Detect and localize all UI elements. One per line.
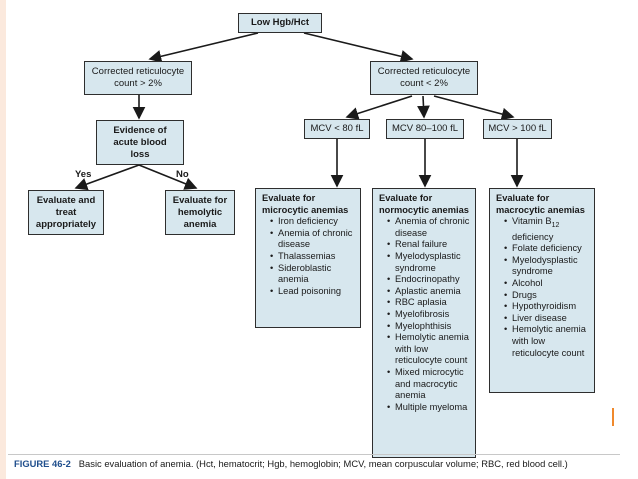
box-macrocytic-anemias: Evaluate for macrocytic anemias Vitamin … (489, 188, 595, 393)
list-item: Aplastic anemia (379, 286, 471, 298)
node-acute-blood-loss: Evidence of acute blood loss (96, 120, 184, 165)
caption-divider (8, 454, 620, 455)
caption-text: Basic evaluation of anemia. (Hct, hemato… (78, 458, 568, 469)
list-item: Mixed microcytic and macrocytic anemia (379, 367, 471, 402)
b12-prefix: Vitamin B (512, 216, 552, 227)
list-item: Thalassemias (262, 251, 356, 263)
microcytic-list: Iron deficiency Anemia of chronic diseas… (262, 216, 356, 297)
list-item: Myelodysplastic syndrome (379, 251, 471, 274)
b12-suffix: deficiency (512, 231, 554, 242)
node-mcv-above-100: MCV > 100 fL (483, 119, 552, 139)
label-no: No (176, 169, 189, 180)
edge-blood-loss-to-hemolytic (138, 164, 198, 190)
list-item: Myelofibrosis (379, 309, 471, 321)
list-item: Iron deficiency (262, 216, 356, 228)
node-corrected-retic-above-2: Corrected reticulocyte count > 2% (84, 61, 192, 95)
list-item: Endocrinopathy (379, 274, 471, 286)
normocytic-list: Anemia of chronic disease Renal failure … (379, 216, 471, 413)
edge-retic-low-to-mcv-low (345, 95, 413, 120)
macrocytic-title: Evaluate for macrocytic anemias (496, 193, 585, 215)
box-normocytic-anemias: Evaluate for normocytic anemias Anemia o… (372, 188, 476, 458)
edge-root-to-retic-low (303, 32, 414, 63)
list-item: Myelophthisis (379, 321, 471, 333)
node-low-hgb-hct: Low Hgb/Hct (238, 13, 322, 33)
list-item: RBC aplasia (379, 297, 471, 309)
edge-blood-loss-to-treat (74, 164, 140, 191)
microcytic-title: Evaluate for microcytic anemias (262, 193, 349, 215)
box-microcytic-anemias: Evaluate for microcytic anemias Iron def… (255, 188, 361, 328)
list-item: Lead poisoning (262, 286, 356, 298)
list-item: Myelodysplastic syndrome (496, 255, 590, 278)
label-yes: Yes (75, 169, 92, 180)
edge-retic-low-to-mcv-mid (417, 95, 430, 119)
node-mcv-below-80: MCV < 80 fL (304, 119, 370, 139)
list-item: Hypothyroidism (496, 301, 590, 313)
edge-root-to-retic-high (148, 32, 259, 63)
node-evaluate-hemolytic: Evaluate for hemolytic anemia (165, 190, 235, 235)
slide-accent-bar (612, 408, 614, 426)
figure-caption: FIGURE 46-2 Basic evaluation of anemia. (… (14, 458, 568, 469)
edge-retic-low-to-mcv-high (433, 95, 515, 121)
list-item: Multiple myeloma (379, 402, 471, 414)
macrocytic-list: Vitamin B12 deficiency Folate deficiency… (496, 216, 590, 359)
list-item: Liver disease (496, 313, 590, 325)
slide-accent-strip (0, 0, 6, 479)
node-evaluate-and-treat: Evaluate and treat appropriately (28, 190, 104, 235)
list-item: Folate deficiency (496, 243, 590, 255)
list-item: Hemolytic anemia with low reticulocyte c… (379, 332, 471, 367)
list-item: Anemia of chronic disease (379, 216, 471, 239)
list-item: Alcohol (496, 278, 590, 290)
node-corrected-retic-below-2: Corrected reticulocyte count < 2% (370, 61, 478, 95)
list-item: Hemolytic anemia with low reticulocyte c… (496, 324, 590, 359)
node-mcv-80-100: MCV 80–100 fL (386, 119, 464, 139)
list-item: Sideroblastic anemia (262, 263, 356, 286)
list-item: Anemia of chronic disease (262, 228, 356, 251)
normocytic-title: Evaluate for normocytic anemias (379, 193, 469, 215)
list-item: Renal failure (379, 239, 471, 251)
b12-subscript: 12 (551, 222, 560, 230)
figure-number: FIGURE 46-2 (14, 458, 71, 469)
list-item: Drugs (496, 290, 590, 302)
list-item: Vitamin B12 deficiency (496, 216, 590, 243)
